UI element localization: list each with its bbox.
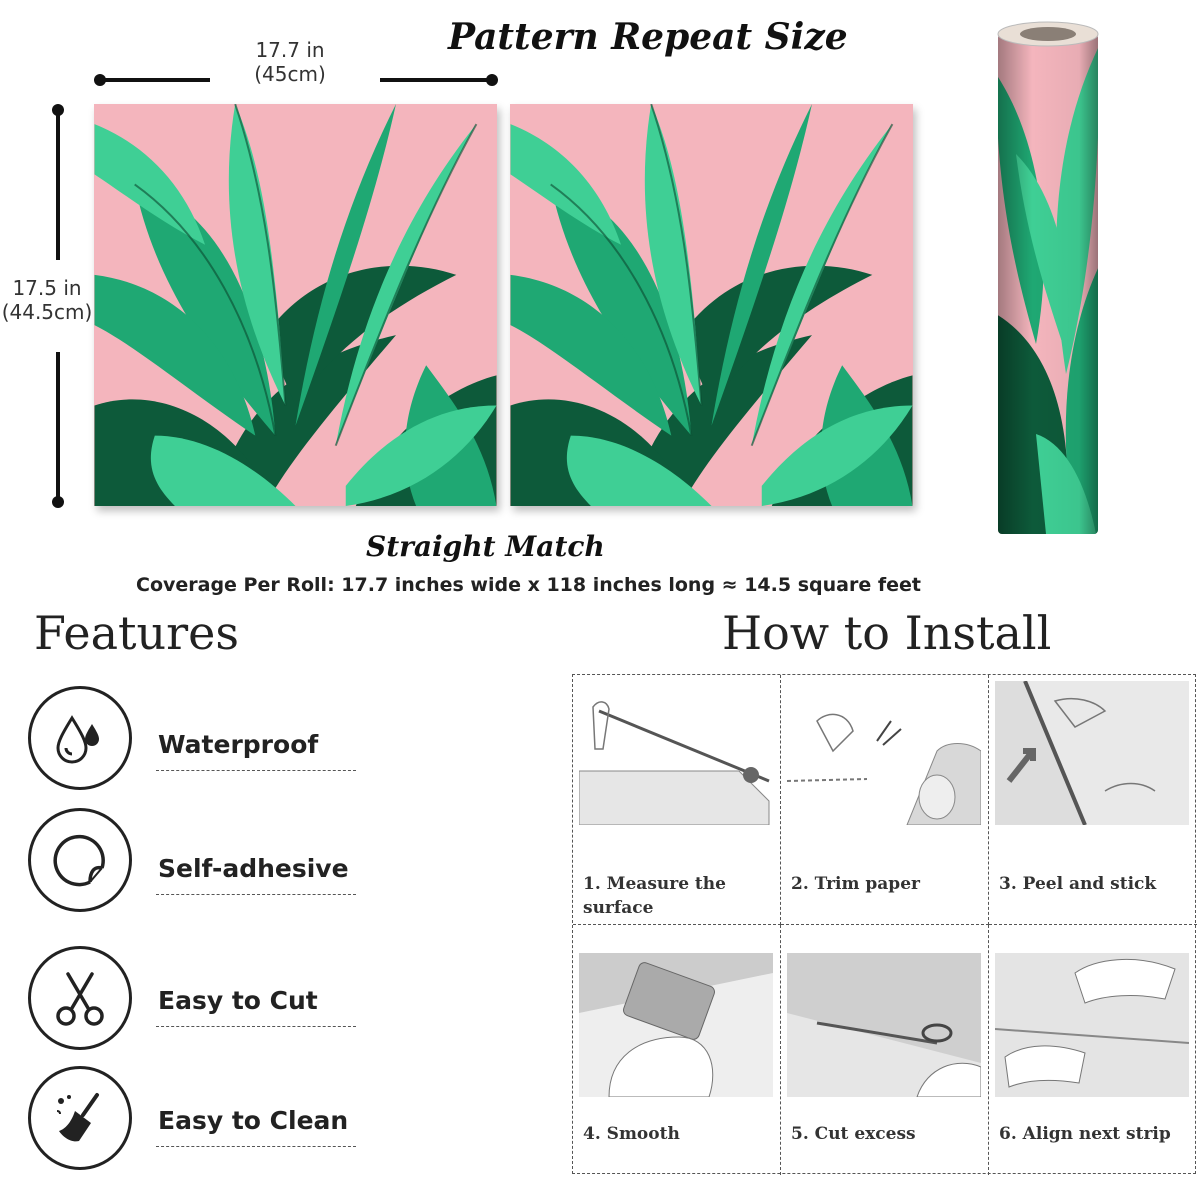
- install-step-4: 4. Smooth: [573, 925, 781, 1175]
- smoothing-tool-icon: [579, 953, 773, 1097]
- feature-icon-circle-easy-to-cut: [28, 946, 132, 1050]
- height-dimension-line-top: [56, 110, 60, 260]
- height-dimension-label: 17.5 in (44.5cm): [0, 276, 94, 324]
- install-step-label: 4. Smooth: [583, 1124, 680, 1144]
- match-type: Straight Match: [366, 530, 605, 563]
- width-dimension-label: 17.7 in (45cm): [220, 38, 360, 86]
- measure-tape-icon: [579, 681, 773, 825]
- install-step-label: 5. Cut excess: [791, 1124, 916, 1144]
- tropical-leaf-pattern: [510, 104, 913, 506]
- install-step-label: 1. Measure the surface: [583, 874, 726, 918]
- install-step-label: 3. Peel and stick: [999, 874, 1157, 894]
- width-dimension-line-right: [380, 78, 492, 82]
- align-strip-icon: [995, 953, 1189, 1097]
- height-metric: (44.5cm): [1, 300, 93, 324]
- pattern-title: Pattern Repeat Size: [448, 16, 848, 58]
- install-step-3: 3. Peel and stick: [989, 675, 1197, 925]
- feature-divider: [156, 894, 356, 895]
- cut-excess-icon: [787, 953, 981, 1097]
- trim-paper-icon: [787, 681, 981, 825]
- pattern-panel-right: [510, 104, 913, 506]
- tropical-leaf-pattern: [94, 104, 497, 506]
- install-step-2: 2. Trim paper: [781, 675, 989, 925]
- measure-illustration: [579, 681, 773, 825]
- install-step-6: 6. Align next strip: [989, 925, 1197, 1175]
- height-inches: 17.5 in: [12, 276, 82, 300]
- width-inches: 17.7 in: [255, 38, 325, 62]
- align-illustration: [995, 953, 1189, 1097]
- height-dimension-bottom-dot: [52, 496, 64, 508]
- feature-label-waterproof: Waterproof: [158, 730, 319, 759]
- height-dimension-line-bottom: [56, 352, 60, 500]
- cut-excess-illustration: [787, 953, 981, 1097]
- feature-icon-circle-easy-to-clean: [28, 1066, 132, 1170]
- peel-and-stick-icon: [995, 681, 1189, 825]
- install-step-label: 6. Align next strip: [999, 1124, 1171, 1144]
- feature-icon-circle-waterproof: [28, 686, 132, 790]
- wallpaper-roll: [996, 14, 1100, 544]
- scissors-icon: [56, 972, 104, 1026]
- width-metric: (45cm): [254, 62, 326, 86]
- features-heading: Features: [34, 606, 239, 660]
- peeling-sticker-icon: [53, 834, 105, 887]
- feature-label-easy-to-clean: Easy to Clean: [158, 1106, 349, 1135]
- peel-illustration: [995, 681, 1189, 825]
- pattern-panel-left: [94, 104, 497, 506]
- width-dimension-end-dot: [486, 74, 498, 86]
- feature-label-easy-to-cut: Easy to Cut: [158, 986, 318, 1015]
- trim-illustration: [787, 681, 981, 825]
- feature-divider: [156, 770, 356, 771]
- install-step-5: 5. Cut excess: [781, 925, 989, 1175]
- feature-icon-circle-self-adhesive: [28, 808, 132, 912]
- install-steps-grid: 1. Measure the surface 2. Trim paper: [572, 674, 1197, 1175]
- feature-divider: [156, 1146, 356, 1147]
- smooth-illustration: [579, 953, 773, 1097]
- coverage-text: Coverage Per Roll: 17.7 inches wide x 11…: [136, 574, 921, 596]
- water-drops-icon: [56, 715, 99, 764]
- feature-label-self-adhesive: Self-adhesive: [158, 854, 349, 883]
- width-dimension-line-left: [100, 78, 210, 82]
- install-step-1: 1. Measure the surface: [573, 675, 781, 925]
- feature-divider: [156, 1026, 356, 1027]
- install-step-label: 2. Trim paper: [791, 874, 920, 894]
- install-heading: How to Install: [722, 606, 1052, 660]
- broom-icon: [56, 1093, 99, 1142]
- wallpaper-roll-image: [997, 21, 1099, 534]
